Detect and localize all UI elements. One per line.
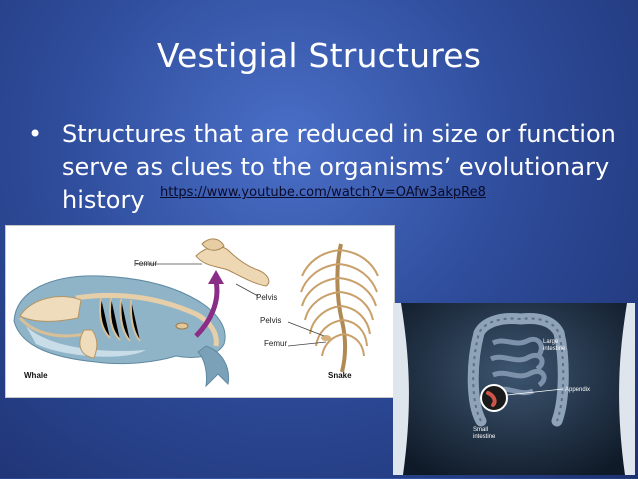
label-small-line1: Small [473,427,488,433]
enlarged-pelvis [201,238,225,251]
whale-tail [197,345,230,388]
label-appendix: Appendix [565,387,590,393]
label-large-line2: intestine [543,346,566,352]
intestine-illustration: Large intestine Appendix Small intestine [393,303,635,475]
label-femur-snake: Femur [264,339,287,348]
human-appendix-figure: Large intestine Appendix Small intestine [393,303,635,475]
whale-ribs [99,297,141,342]
skeleton-illustration: Femur Pelvis Pelvis Femur Whale Snake [13,238,379,388]
arrow-icon [194,280,220,338]
whale-skull [19,296,82,322]
bullet-text: Structures that are reduced in size or f… [62,120,616,214]
label-femur-top: Femur [134,259,157,268]
label-snake: Snake [328,371,352,380]
whale-spine [75,292,219,347]
label-pelvis-snake: Pelvis [260,316,281,325]
enlarged-femur [195,246,270,287]
label-pelvis-whale: Pelvis [256,293,277,302]
whale-flipper [79,329,98,359]
video-link[interactable]: https://www.youtube.com/watch?v=OAfw3akp… [160,185,486,200]
slide-title: Vestigial Structures [156,36,482,75]
whale-belly [26,326,146,357]
small-intestine [489,337,547,396]
snake-skeleton [287,243,379,373]
bullet-marker: • [28,120,43,148]
appendix-icon [486,391,497,407]
whale-vestigial-pelvis [175,322,189,330]
label-small-line2: intestine [473,434,496,440]
label-large-line1: Large [543,339,559,345]
whale-snake-skeleton-figure: Femur Pelvis Pelvis Femur Whale Snake [5,225,395,398]
label-whale: Whale [24,371,48,380]
